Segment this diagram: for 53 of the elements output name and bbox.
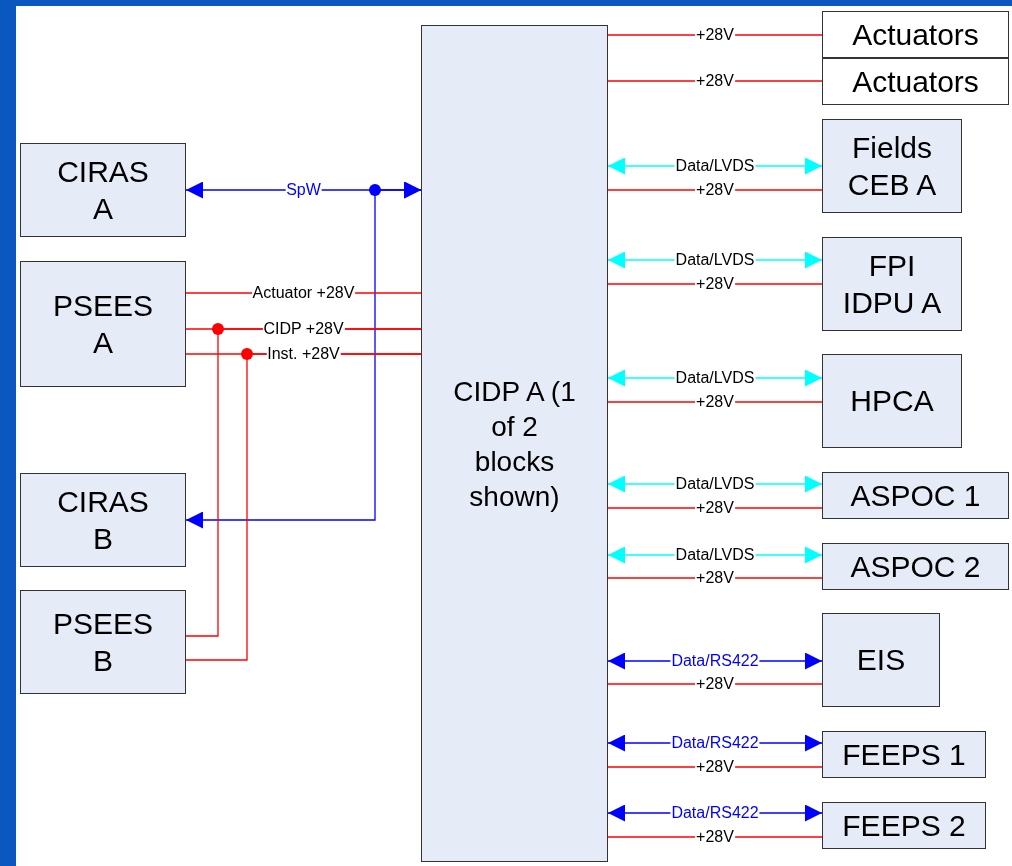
block-box — [822, 543, 1009, 590]
block-box — [421, 25, 608, 862]
block-label: FPI IDPU A — [841, 247, 943, 321]
edge-label: +28V — [695, 829, 735, 845]
block-label: CIRAS A — [56, 153, 150, 227]
block-box — [822, 731, 986, 778]
edge-label: +28V — [695, 676, 735, 692]
block-box — [822, 472, 1009, 519]
edge-label: Data/LVDS — [674, 547, 756, 563]
block-box — [822, 802, 986, 849]
edge-label: Inst. +28V — [266, 346, 341, 362]
edge-label: Data/LVDS — [674, 158, 756, 174]
block-box — [822, 58, 1009, 105]
edge-label: +28V — [695, 27, 735, 43]
edge-label: Data/LVDS — [674, 370, 756, 386]
block-box — [20, 473, 186, 567]
edge-label: +28V — [695, 276, 735, 292]
block-box — [822, 354, 962, 448]
block-label: FEEPS 2 — [842, 807, 966, 844]
block-label: HPCA — [850, 383, 934, 420]
block-label: CIDP A (1 of 2 blocks shown) — [452, 374, 577, 514]
block-box — [822, 237, 962, 331]
block-label: Actuators — [852, 16, 979, 53]
block-box — [822, 11, 1009, 58]
block-label: ASPOC 1 — [850, 477, 981, 514]
edge-label: +28V — [695, 182, 735, 198]
edge-label: +28V — [695, 570, 735, 586]
block-label: CIRAS B — [56, 483, 150, 557]
block-box — [20, 590, 186, 694]
edge-label: Data/LVDS — [674, 252, 756, 268]
edge-label: CIDP +28V — [262, 321, 345, 337]
block-box — [20, 261, 186, 387]
edge-label: +28V — [695, 759, 735, 775]
block-label: Fields CEB A — [846, 129, 938, 203]
edge-label: Data/LVDS — [674, 476, 756, 492]
edge-label: Data/RS422 — [670, 653, 760, 669]
edge-label: +28V — [695, 394, 735, 410]
block-label: PSEES A — [51, 287, 155, 361]
block-label: Actuators — [852, 63, 979, 100]
edge-label: Data/RS422 — [670, 805, 760, 821]
edge-label: +28V — [695, 500, 735, 516]
block-label: EIS — [856, 642, 906, 679]
edge-label: Data/RS422 — [670, 735, 760, 751]
block-box — [822, 613, 940, 707]
block-box — [822, 119, 962, 213]
arrow — [185, 181, 422, 529]
block-label: FEEPS 1 — [842, 736, 966, 773]
block-box — [20, 143, 186, 237]
edge-label: +28V — [695, 73, 735, 89]
block-label: ASPOC 2 — [850, 548, 981, 585]
block-label: PSEES B — [51, 605, 155, 679]
edge-label: Actuator +28V — [251, 285, 356, 301]
edge-label: SpW — [285, 182, 322, 198]
